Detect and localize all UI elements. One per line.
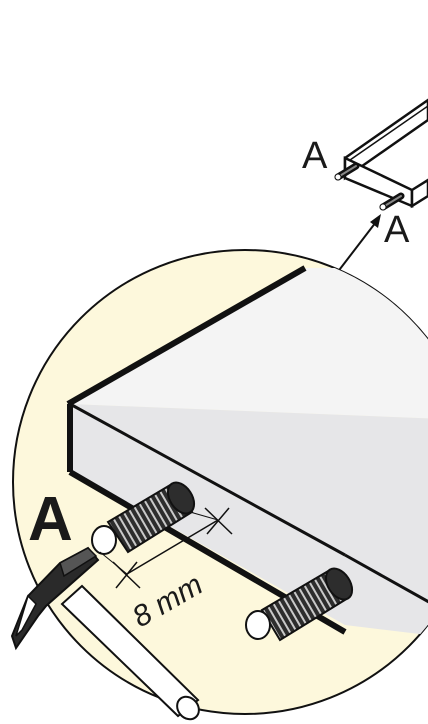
callout-label-main: A	[28, 485, 73, 554]
dimension-marker	[99, 507, 233, 589]
callout-label-top-left: A	[302, 135, 328, 177]
mallet-icon	[10, 546, 200, 721]
dowel-icon	[245, 567, 354, 642]
dowel-icon	[379, 192, 405, 211]
magnifier-lens	[12, 249, 428, 715]
callout-label-top-right: A	[384, 209, 410, 251]
furniture-board-icon	[343, 98, 428, 209]
dowel-icon	[91, 481, 196, 555]
dowel-icon	[334, 162, 360, 181]
